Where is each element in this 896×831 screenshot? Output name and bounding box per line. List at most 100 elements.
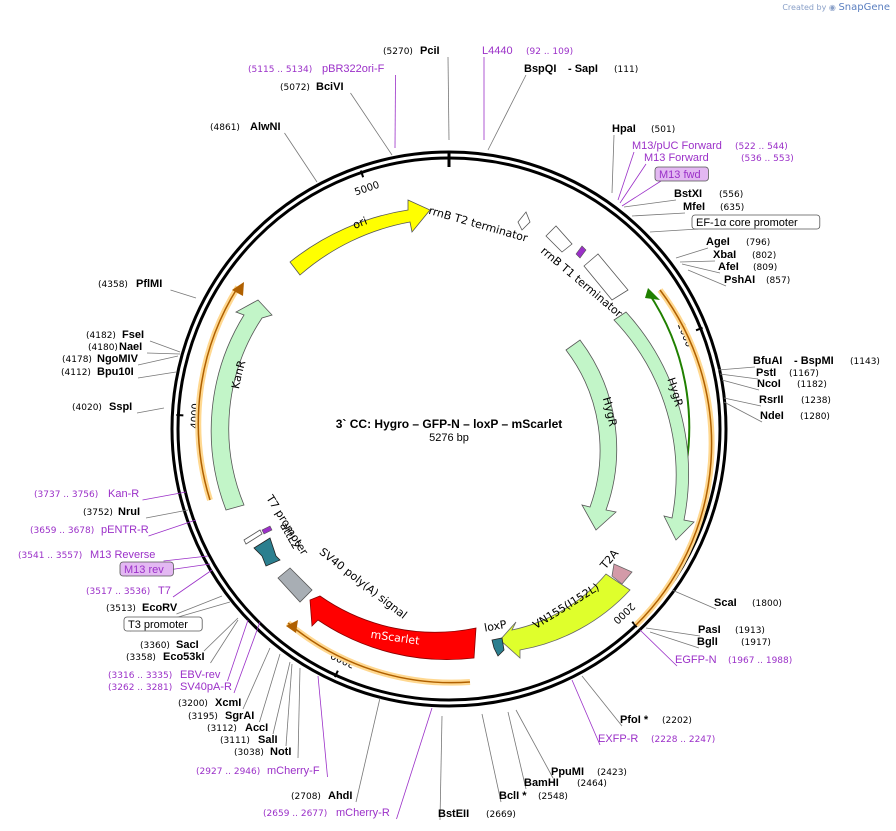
tick-label-5000: 5000 bbox=[353, 180, 381, 199]
leader-line bbox=[394, 74, 396, 149]
feature-ori-arrow bbox=[289, 199, 431, 276]
primer-label: T7 bbox=[158, 585, 171, 597]
position-label: (3659 .. 3678) bbox=[30, 526, 94, 536]
leader-line bbox=[681, 263, 721, 274]
enzyme-label: PasI bbox=[698, 624, 721, 636]
leader-line bbox=[649, 631, 700, 649]
position-label: (1238) bbox=[801, 396, 831, 406]
primer-label: EBV-rev bbox=[180, 669, 221, 681]
enzyme-label: AfeI bbox=[718, 261, 739, 273]
orf-hygro-arrowhead bbox=[645, 288, 660, 300]
position-label: (857) bbox=[766, 276, 790, 286]
enzyme-label: SspI bbox=[109, 401, 132, 413]
enzyme-label: EF-1α core promoter bbox=[696, 217, 798, 229]
position-label: (2202) bbox=[662, 716, 692, 726]
position-label: (3316 .. 3335) bbox=[108, 671, 172, 681]
position-label: (1967 .. 1988) bbox=[728, 656, 792, 666]
feature-t2a-arrow bbox=[611, 563, 633, 585]
enzyme-label: AgeI bbox=[706, 236, 730, 248]
enzyme-label: BfuAI bbox=[753, 355, 782, 367]
enzyme-label: PshAI bbox=[724, 274, 755, 286]
leader-line bbox=[272, 661, 291, 735]
enzyme-label: ScaI bbox=[714, 597, 737, 609]
position-label: (2659 .. 2677) bbox=[263, 809, 327, 819]
leader-line bbox=[317, 675, 328, 778]
position-label: (3038) bbox=[234, 748, 264, 758]
leader-line bbox=[611, 134, 615, 194]
orf-kanr-arrowhead bbox=[232, 282, 244, 296]
leader-line bbox=[687, 269, 727, 287]
label-ori: ori bbox=[351, 214, 369, 231]
enzyme-label: BciVI bbox=[316, 81, 344, 93]
label-loxp: loxP bbox=[483, 618, 508, 635]
enzyme-label: BstXI bbox=[674, 188, 702, 200]
label-rrnbt2: rrnB T2 terminator bbox=[427, 204, 529, 245]
position-label: (556) bbox=[719, 190, 743, 200]
tick-mark-5000 bbox=[359, 170, 365, 178]
leader-line bbox=[136, 407, 165, 414]
position-label: (1182) bbox=[797, 380, 827, 390]
position-label: (635) bbox=[720, 203, 744, 213]
position-label: (1917) bbox=[741, 638, 771, 648]
enzyme-label: AlwNI bbox=[250, 121, 281, 133]
leader-line bbox=[210, 619, 239, 664]
position-label: (3195) bbox=[188, 712, 218, 722]
position-label: (2927 .. 2946) bbox=[196, 767, 260, 777]
position-label: (1143) bbox=[850, 357, 880, 367]
position-label: (2548) bbox=[538, 792, 568, 802]
enzyme-label: PciI bbox=[420, 45, 440, 57]
leader-line bbox=[723, 397, 762, 407]
label-box bbox=[119, 561, 174, 577]
leader-line bbox=[439, 715, 443, 821]
enzyme-group: PciI(5270)L4440(92 .. 109)BspQI- SapI(11… bbox=[18, 45, 880, 820]
plasmid-title: 3` CC: Hygro – GFP-N – loxP – mScarlet bbox=[336, 417, 563, 431]
position-label: (1167) bbox=[789, 369, 819, 379]
leader-line bbox=[721, 379, 760, 391]
enzyme-label: - SapI bbox=[568, 63, 598, 75]
primer-label: M13/pUC Forward bbox=[632, 140, 722, 152]
leader-line bbox=[717, 366, 756, 371]
enzyme-label: Bpu10I bbox=[97, 366, 134, 378]
enzyme-label: AccI bbox=[245, 722, 268, 734]
leader-line bbox=[396, 707, 433, 820]
created-by-text: Created by bbox=[782, 3, 827, 12]
leader-line bbox=[719, 373, 759, 380]
primer-label: M13 Forward bbox=[644, 152, 709, 164]
position-label: (92 .. 109) bbox=[526, 47, 573, 57]
leader-line bbox=[355, 697, 381, 803]
position-label: (522 .. 544) bbox=[735, 142, 788, 152]
leader-line bbox=[617, 151, 635, 201]
position-label: (4861) bbox=[210, 123, 240, 133]
primer-label: L4440 bbox=[482, 45, 513, 57]
enzyme-label: RsrII bbox=[759, 394, 783, 406]
orf-mscarlet-line bbox=[287, 622, 471, 684]
primer-label: M13 fwd bbox=[659, 169, 701, 181]
leader-line bbox=[631, 212, 686, 217]
feature-rrnbt2-arrow bbox=[517, 211, 531, 231]
enzyme-label: NruI bbox=[118, 506, 140, 518]
position-label: (3513) bbox=[106, 604, 136, 614]
position-label: (5072) bbox=[280, 83, 310, 93]
position-label: (3200) bbox=[178, 699, 208, 709]
enzyme-label: EcoRV bbox=[142, 602, 178, 614]
plasmid-length: 5276 bp bbox=[429, 432, 469, 444]
feature-ef1a-arrow bbox=[583, 253, 629, 301]
feature-hygr-inner-arrow bbox=[565, 339, 618, 531]
position-label: (501) bbox=[651, 125, 675, 135]
feature-attl2-arrow bbox=[253, 537, 281, 567]
leader-line bbox=[242, 647, 271, 710]
enzyme-label: FseI bbox=[122, 329, 144, 341]
leader-line bbox=[639, 629, 678, 667]
position-label: (1800) bbox=[752, 599, 782, 609]
position-label: (4180) bbox=[88, 343, 118, 353]
position-label: (2228 .. 2247) bbox=[651, 735, 715, 745]
tick-mark-3000 bbox=[334, 670, 339, 678]
leader-line bbox=[227, 619, 249, 682]
leader-line bbox=[137, 355, 179, 366]
orf-hygro-line bbox=[635, 289, 713, 626]
position-label: (4112) bbox=[61, 368, 91, 378]
primer-label: M13 rev bbox=[124, 564, 164, 576]
leader-line bbox=[145, 509, 189, 519]
